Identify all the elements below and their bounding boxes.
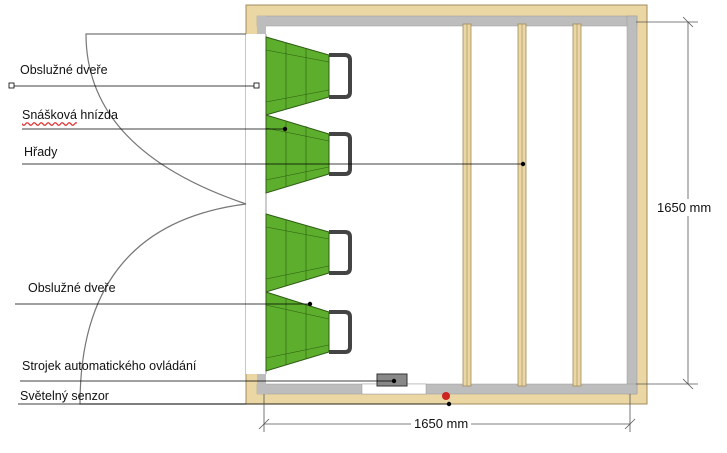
- label-perches: Hřady: [24, 145, 58, 159]
- wall-left-stub-bottom: [257, 372, 266, 394]
- wall-right: [626, 15, 638, 395]
- door-swing-arc-top: [85, 33, 247, 205]
- label-auto-controller: Strojek automatického ovládání: [22, 359, 197, 373]
- leader-lines: [8, 82, 526, 407]
- light-sensor-dot: [442, 392, 450, 400]
- label-service-door-top: Obslužné dveře: [20, 63, 108, 77]
- dimension-width-label: 1650 mm: [411, 416, 472, 431]
- label-service-door-bottom: Obslužné dveře: [28, 281, 116, 295]
- door-swing-arc-bottom: [79, 203, 247, 405]
- nest-box-3: [265, 213, 352, 293]
- label-nest-boxes-word2: hnízda: [76, 108, 118, 122]
- dimension-height-label: 1650 mm: [657, 199, 712, 216]
- label-nest-boxes-word1: Snášková: [22, 108, 77, 122]
- wall-left-stub-top: [257, 16, 266, 36]
- nest-box-4: [265, 291, 352, 372]
- auto-controller-box: [376, 373, 408, 387]
- nest-box-1: [265, 36, 352, 116]
- label-light-sensor: Světelný senzor: [20, 389, 109, 403]
- label-nest-boxes: Snášková hnízda: [22, 108, 118, 122]
- nest-boxes: [265, 36, 352, 372]
- perches: [462, 23, 582, 387]
- door-opening: [246, 34, 266, 374]
- nest-box-2: [265, 114, 352, 194]
